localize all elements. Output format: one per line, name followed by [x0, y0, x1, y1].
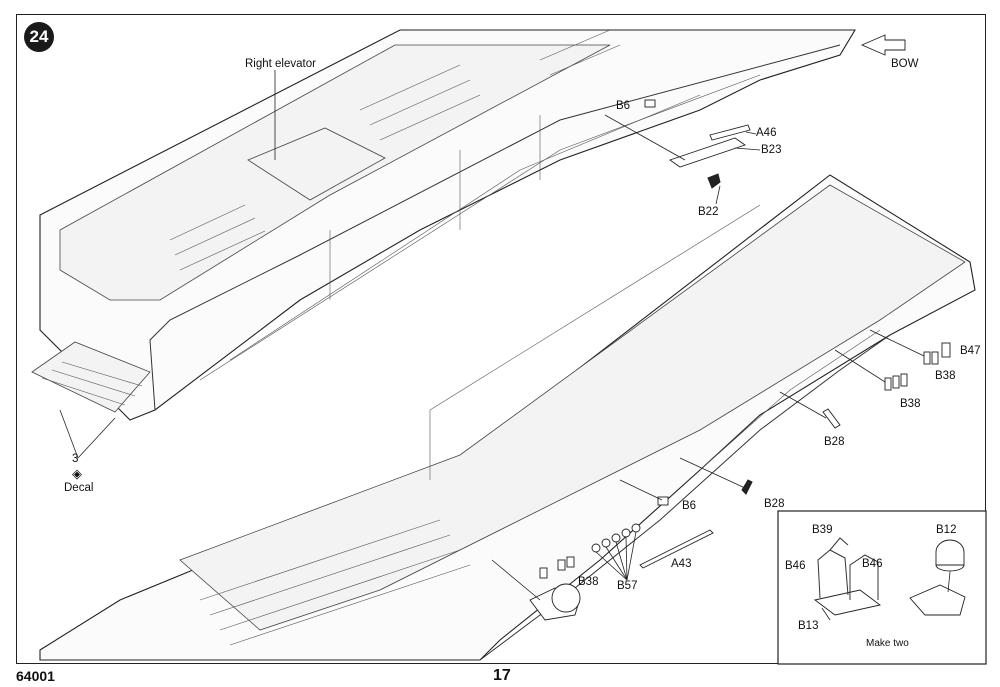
b6-bottom-part	[657, 496, 669, 506]
b38-bottom-part-1	[539, 567, 548, 579]
searchlight-dome	[551, 583, 581, 613]
part-b47-label: B47	[960, 345, 981, 357]
b38-part-4	[892, 375, 900, 389]
b38-part-1	[923, 351, 931, 365]
inset-make-two-label: Make two	[866, 638, 909, 649]
inset-b46-right-label: B46	[862, 558, 883, 570]
part-b6-top-label: B6	[616, 100, 631, 112]
b38-part-3	[884, 377, 892, 391]
part-a46-label: A46	[756, 127, 777, 139]
kit-code: 64001	[16, 668, 55, 684]
inset-panel	[777, 510, 987, 665]
part-b38-bottom-label: B38	[578, 576, 599, 588]
bottom-parts	[491, 523, 641, 621]
decal-number-label: 3	[72, 453, 79, 465]
a46-part	[709, 124, 751, 141]
b38-bottom-part-3	[566, 556, 575, 568]
b38-part-5	[900, 373, 908, 387]
step-number-badge: 24	[24, 22, 54, 52]
b22-part	[707, 173, 721, 189]
bow-arrow	[860, 34, 906, 56]
part-b28-2-label: B28	[764, 498, 785, 510]
b23-part	[669, 137, 746, 168]
part-b38-right-1-label: B38	[935, 370, 956, 382]
lower-hull-section	[39, 174, 976, 661]
decal-icon: ◈	[72, 466, 82, 481]
stern-platform	[31, 341, 151, 413]
right-parts	[619, 329, 951, 569]
part-b38-right-2-label: B38	[900, 398, 921, 410]
inset-b13-label: B13	[798, 620, 819, 632]
part-b28-1-label: B28	[824, 436, 845, 448]
b47-part	[941, 342, 951, 358]
b28-part-2	[741, 479, 753, 495]
b12-dome	[935, 539, 965, 566]
upper-hull-section	[31, 29, 906, 459]
inset-b39-label: B39	[812, 524, 833, 536]
inset-b46-left-label: B46	[785, 560, 806, 572]
inset-b12-label: B12	[936, 524, 957, 536]
bow-label: BOW	[891, 58, 919, 70]
part-b6-bottom-label: B6	[682, 500, 697, 512]
right-elevator-panel	[247, 127, 386, 201]
page-frame	[16, 14, 986, 664]
part-a43-label: A43	[671, 558, 692, 570]
decal-label: Decal	[64, 482, 94, 494]
b13-base	[813, 589, 882, 616]
part-b57-label: B57	[617, 580, 638, 592]
upper-parts	[604, 99, 761, 205]
b12-base	[909, 584, 966, 616]
b6-top-part	[644, 99, 656, 108]
b28-part-1	[822, 408, 841, 429]
part-b23-label: B23	[761, 144, 782, 156]
b57-parts	[591, 523, 641, 553]
a43-part	[639, 529, 714, 569]
b38-bottom-part-2	[557, 559, 566, 571]
b38-part-2	[931, 351, 939, 365]
page-number: 17	[493, 667, 511, 684]
right-elevator-label: Right elevator	[245, 58, 316, 70]
part-b22-label: B22	[698, 206, 719, 218]
